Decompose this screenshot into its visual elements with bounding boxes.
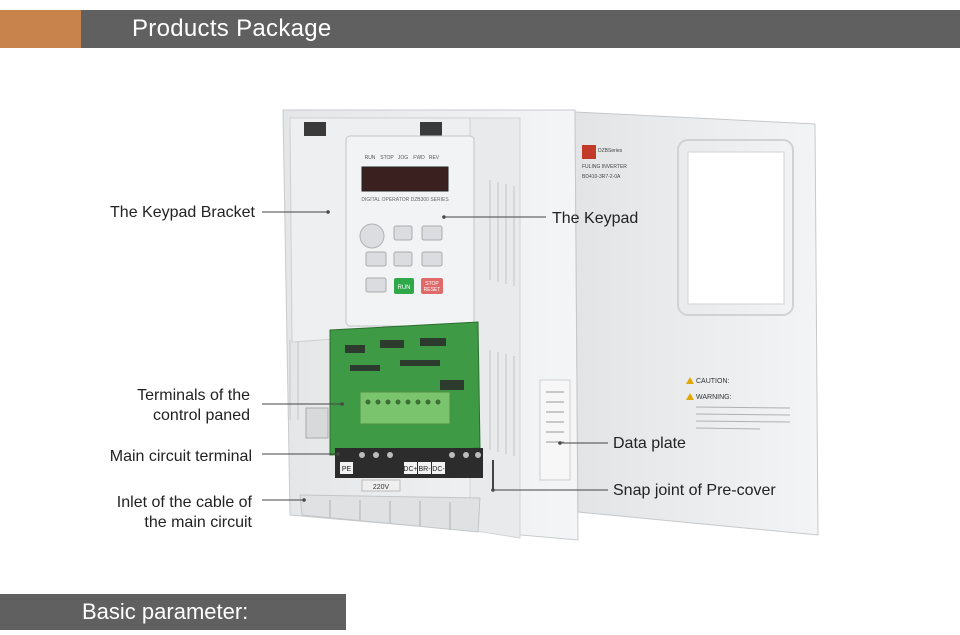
control-terminal-screws <box>365 399 441 405</box>
operator-label: DIGITAL OPERATOR DZB300 SERIES <box>361 197 449 203</box>
down-key <box>393 251 413 267</box>
header-accent <box>0 10 81 48</box>
prog-key <box>421 225 443 241</box>
pcb-chips <box>345 338 464 390</box>
warning-text-lines <box>695 406 791 430</box>
header-bar <box>81 10 960 48</box>
voltage-tag <box>361 479 401 492</box>
up-key <box>393 225 413 241</box>
cover-caution: CAUTION: <box>696 378 730 385</box>
callout-lines <box>262 211 608 501</box>
shift-key <box>365 251 387 267</box>
footer-title: Basic parameter: <box>82 599 249 624</box>
cover-series: DZBSeries <box>598 148 623 154</box>
voltage-label: 220V <box>373 484 390 491</box>
terminal-label: DC- <box>432 466 445 473</box>
warning-icon <box>686 393 694 400</box>
cover-logo <box>582 145 596 159</box>
header-title: Products Package <box>132 15 332 42</box>
control-terminal-block <box>359 391 451 425</box>
run-key <box>394 278 414 294</box>
cable-inlet-fins <box>329 500 451 530</box>
cover-brand: FULING INVERTER <box>582 164 627 170</box>
cover-warning: WARNING: <box>696 394 732 401</box>
run-key-label: RUN <box>398 285 411 291</box>
led-display <box>361 166 449 192</box>
bracket-slot-right <box>420 122 442 136</box>
jog-key <box>365 277 387 293</box>
callout-inlet-line1: Inlet of the cable of <box>116 494 252 511</box>
indicator-label: JOG <box>398 155 408 161</box>
terminal-label: DC+ <box>403 466 417 473</box>
side-vents <box>289 180 515 456</box>
data-plate-text-lines <box>546 391 564 443</box>
callout-terminals-line2: control paned <box>153 407 250 424</box>
indicator-label: STOP <box>380 155 394 161</box>
terminal-screws <box>359 452 481 458</box>
callout-inlet-line2: the main circuit <box>144 514 252 531</box>
terminal-label: PE <box>342 466 352 473</box>
callout-data-plate: Data plate <box>613 435 686 452</box>
bracket-slot-left <box>304 122 326 136</box>
potentiometer-knob <box>359 223 385 249</box>
callout-keypad-bracket: The Keypad Bracket <box>110 204 255 221</box>
indicator-label: RUN <box>365 155 376 161</box>
func-key <box>421 251 443 267</box>
cover-window <box>687 151 785 305</box>
cover-window-frame <box>677 139 794 316</box>
cover-model: BD410-3R7-2-0A <box>582 174 621 180</box>
stop-key-label: STOP <box>425 281 439 287</box>
callout-main-circuit-terminal: Main circuit terminal <box>109 448 252 465</box>
data-plate <box>539 379 571 481</box>
callout-dots <box>302 210 562 502</box>
caution-icon <box>686 377 694 384</box>
callout-snap-joint: Snap joint of Pre-cover <box>613 482 776 499</box>
callout-keypad: The Keypad <box>552 210 639 227</box>
reset-key-label: RESET <box>424 287 441 293</box>
stop-reset-key <box>421 278 443 294</box>
pcb-connector <box>305 407 329 439</box>
indicator-label: REV <box>429 155 440 161</box>
terminal-label: BR- <box>418 466 431 473</box>
footer-bar <box>0 594 346 630</box>
indicator-label: FWD <box>413 155 425 161</box>
callout-terminals-line1: Terminals of the <box>137 387 250 404</box>
